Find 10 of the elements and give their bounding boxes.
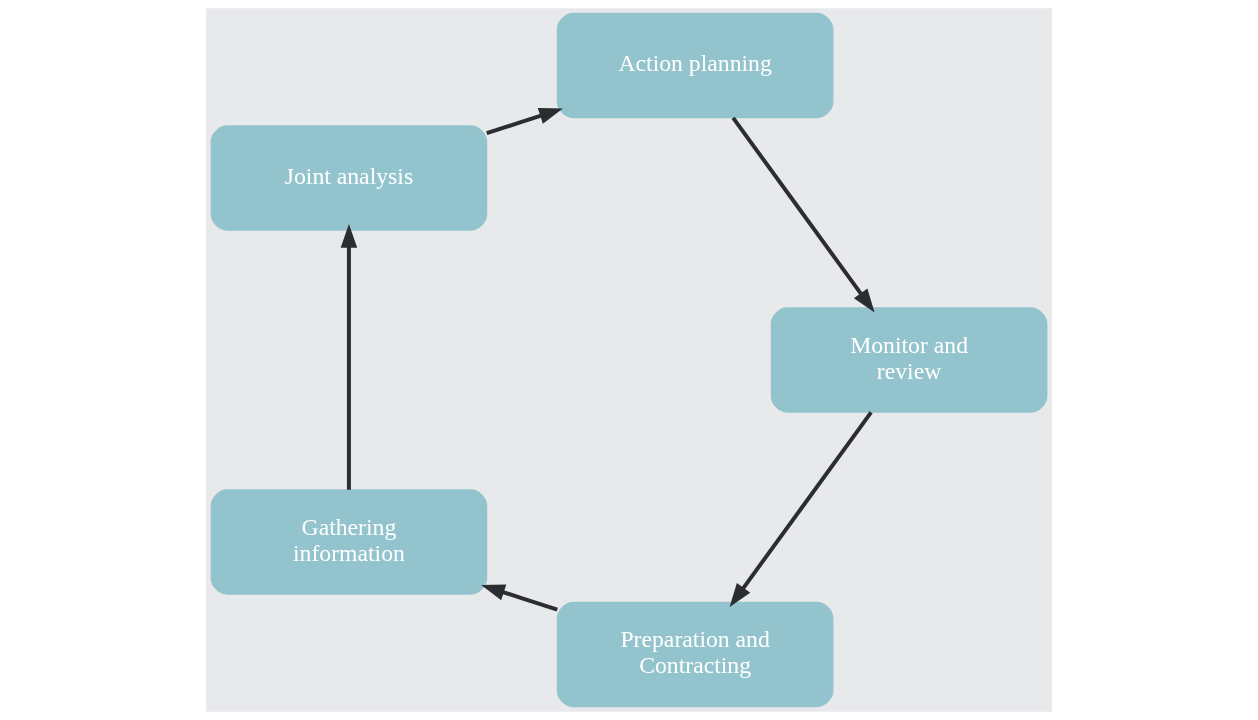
arrow <box>729 411 873 607</box>
node-box: Monitor and review <box>770 307 1048 413</box>
node-box: Gathering information <box>210 489 488 595</box>
node-box: Joint analysis <box>210 125 488 231</box>
arrow <box>340 224 358 490</box>
arrow <box>486 107 563 136</box>
arrow <box>731 116 875 313</box>
node-box: Preparation and Contracting <box>556 601 834 708</box>
arrow <box>481 584 558 612</box>
node-box: Action planning <box>556 12 834 119</box>
